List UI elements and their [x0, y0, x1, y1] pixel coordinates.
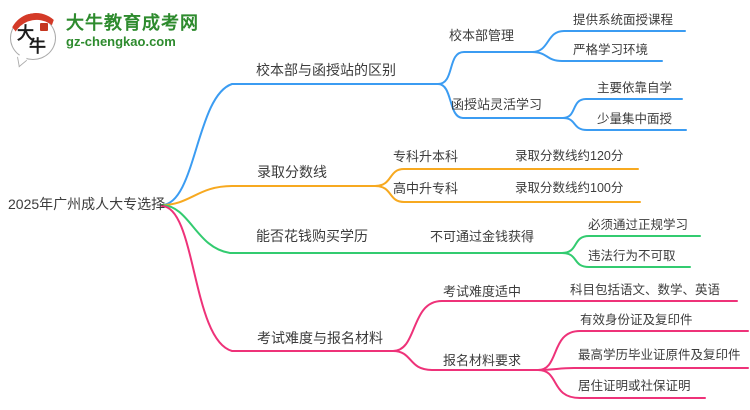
root-node: 2025年广州成人大专选择 — [8, 196, 166, 212]
node-station-flexible-study: 函授站灵活学习 — [451, 97, 543, 112]
branch-lines-campus — [161, 30, 687, 206]
leaf-score-about-100: 录取分数线约100分 — [515, 181, 624, 195]
leaf-limited-face-teaching: 少量集中面授 — [597, 112, 673, 126]
logo-char-niu: 牛 — [29, 37, 46, 56]
node-highschool-to-college: 高中升专科 — [393, 181, 459, 196]
branch-campus-vs-station: 校本部与函授站的区别 — [256, 62, 396, 78]
leaf-self-study: 主要依靠自学 — [597, 81, 673, 95]
leaf-illegal-not-advisable: 违法行为不可取 — [588, 249, 676, 263]
branch-lines-diploma — [161, 204, 701, 268]
branch-buy-diploma: 能否花钱购买学历 — [256, 228, 368, 244]
logo-bull-mark: 大 牛 — [4, 8, 68, 73]
leaf-subjects-list: 科目包括语文、数学、英语 — [570, 283, 721, 297]
logo-seal-stamp — [40, 23, 48, 31]
node-cannot-buy-with-money: 不可通过金钱获得 — [430, 229, 535, 244]
node-college-to-bachelor: 专科升本科 — [393, 149, 459, 164]
logo-speech-bubble — [10, 16, 56, 60]
leaf-systematic-courses: 提供系统面授课程 — [573, 13, 674, 27]
leaf-formal-study-required: 必须通过正规学习 — [588, 218, 689, 232]
site-logo: 大 牛 大牛教育成考网 gz-chengkao.com — [4, 8, 199, 73]
branch-lines-exam — [161, 205, 749, 399]
leaf-strict-environment: 严格学习环境 — [573, 43, 649, 57]
leaf-id-card-copy: 有效身份证及复印件 — [580, 313, 693, 327]
branch-exam-difficulty-materials: 考试难度与报名材料 — [257, 330, 383, 346]
leaf-highest-diploma-copy: 最高学历毕业证原件及复印件 — [578, 348, 741, 362]
logo-site-name: 大牛教育成考网 — [66, 13, 199, 33]
node-materials-required: 报名材料要求 — [443, 353, 522, 368]
logo-text-block: 大牛教育成考网 gz-chengkao.com — [66, 12, 199, 50]
logo-char-da: 大 — [17, 24, 34, 43]
branch-admission-scores: 录取分数线 — [257, 164, 327, 180]
node-campus-management: 校本部管理 — [449, 28, 515, 43]
logo-site-url: gz-chengkao.com — [66, 34, 176, 49]
branch-lines-scores — [161, 168, 641, 206]
node-exam-moderate: 考试难度适中 — [443, 284, 522, 299]
leaf-residence-or-social-proof: 居住证明或社保证明 — [578, 379, 691, 393]
leaf-score-about-120: 录取分数线约120分 — [515, 149, 624, 163]
